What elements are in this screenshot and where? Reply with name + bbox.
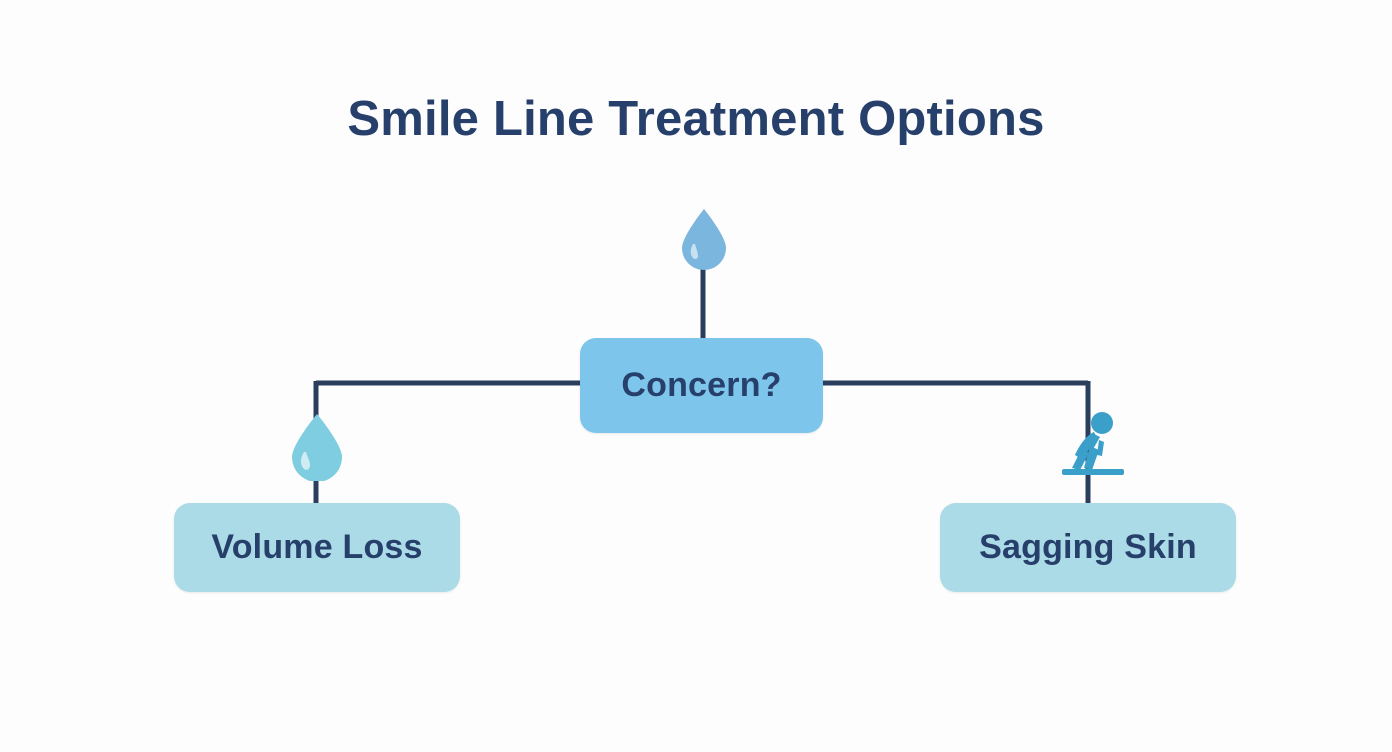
node-volume-loss[interactable]: Volume Loss <box>174 503 460 592</box>
node-concern[interactable]: Concern? <box>580 338 823 433</box>
water-drop-icon <box>678 208 730 270</box>
node-concern-label: Concern? <box>621 366 782 404</box>
page-title: Smile Line Treatment Options <box>347 92 1045 146</box>
node-sagging-skin[interactable]: Sagging Skin <box>940 503 1236 592</box>
node-sagging-skin-label: Sagging Skin <box>979 528 1197 566</box>
bending-person-icon <box>1058 410 1128 482</box>
node-volume-loss-label: Volume Loss <box>211 528 423 566</box>
water-drop-icon <box>288 413 346 482</box>
